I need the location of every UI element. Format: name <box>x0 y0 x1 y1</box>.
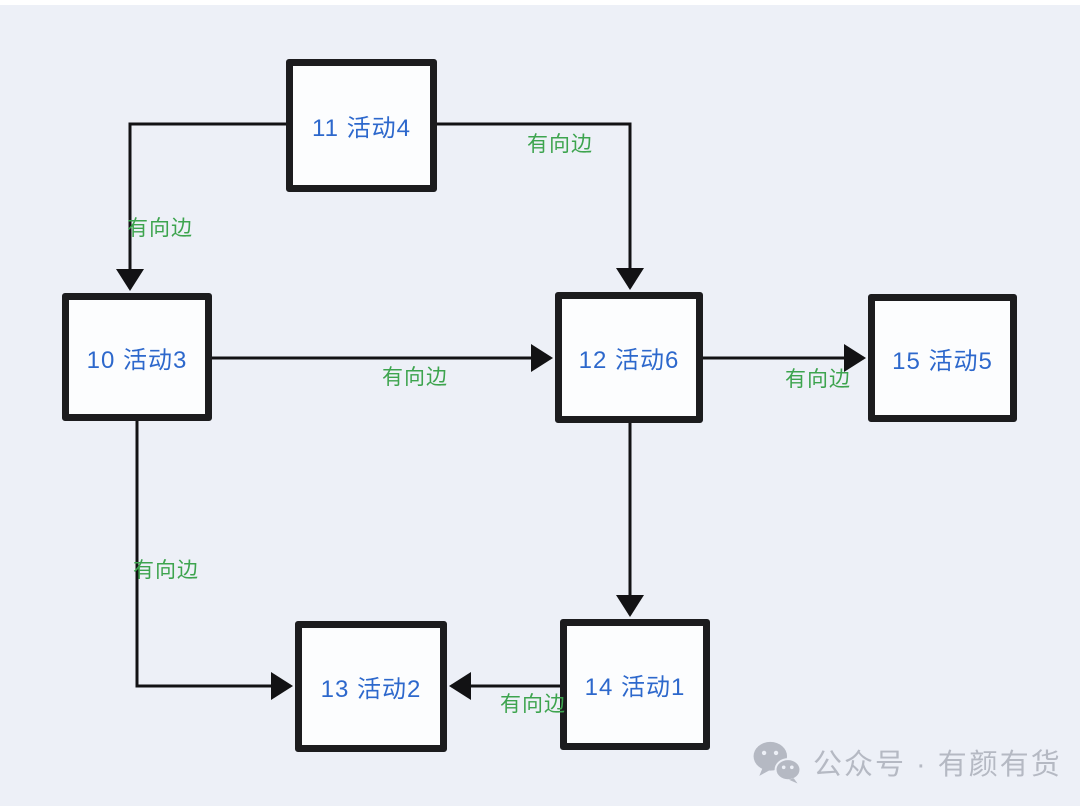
node-10-activity3: 10 活动3 <box>62 293 212 421</box>
node-15-activity5: 15 活动5 <box>868 294 1017 422</box>
node-label: 10 活动3 <box>86 346 188 374</box>
node-12-activity6: 12 活动6 <box>555 292 703 423</box>
node-label: 13 活动2 <box>320 676 422 703</box>
node-13-activity2: 13 活动2 <box>295 621 447 752</box>
edge-label: 有向边 <box>127 217 193 240</box>
node-14-activity1: 14 活动1 <box>560 619 710 750</box>
wechat-icon <box>753 741 802 784</box>
top-white-strip <box>0 0 1080 5</box>
node-label: 11 活动4 <box>312 115 411 142</box>
watermark: 公众号 · 有颜有货 <box>752 740 1062 784</box>
edge-label: 有向边 <box>785 368 851 391</box>
edge-label: 有向边 <box>133 559 199 582</box>
node-label: 15 活动5 <box>892 347 993 375</box>
node-11-activity4: 11 活动4 <box>286 59 437 192</box>
edge-label: 有向边 <box>500 693 566 716</box>
edge-label: 有向边 <box>527 133 593 156</box>
node-label: 14 活动1 <box>584 674 686 701</box>
edge-11-to-10 <box>116 122 286 291</box>
node-label: 12 活动6 <box>578 347 680 374</box>
edge-label: 有向边 <box>382 366 448 389</box>
watermark-text: 公众号 · 有颜有货 <box>813 749 1062 781</box>
